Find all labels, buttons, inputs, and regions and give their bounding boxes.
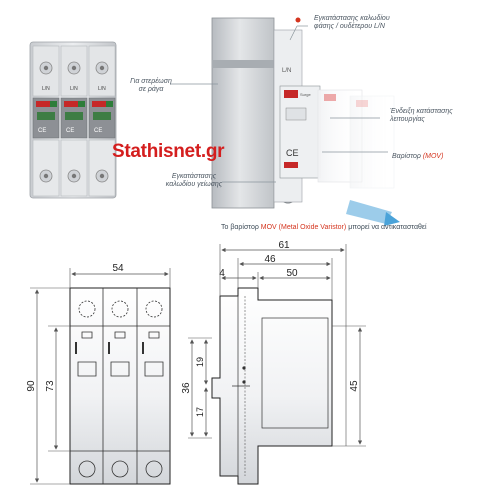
callout-line: Εγκατάστασης [171, 173, 217, 180]
callout-leader-lines [170, 25, 400, 226]
callout-varistor-highlight: (MOV) [422, 153, 444, 160]
callout-status-indicator: Ένδειξη κατάστασης λειτουργίας [390, 108, 453, 124]
replace-note: Το βαρίστορ MOV (Metal Oxide Varistor) μ… [221, 224, 427, 231]
callout-rail-mount: Για στερέωση σε ράγα [130, 78, 172, 94]
callout-line: σε ράγα [138, 86, 164, 93]
svg-text:L/N: L/N [70, 86, 78, 92]
svg-text:CE: CE [94, 128, 102, 134]
dim-side-height: 45 [349, 380, 360, 392]
dim-side-depth-total: 61 [278, 240, 290, 251]
dim-side-upper: 19 [195, 357, 205, 367]
callout-line: καλωδίου γείωσης [165, 181, 223, 188]
dim-front-width: 54 [112, 263, 124, 274]
svg-text:CE: CE [286, 148, 299, 158]
replace-note-highlight: MOV (Metal Oxide Varistor) [260, 224, 347, 231]
svg-text:L/N: L/N [42, 86, 50, 92]
svg-text:CE: CE [66, 128, 74, 134]
svg-text:Surge: Surge [300, 92, 311, 97]
front-view: 54 90 73 [26, 263, 171, 485]
dim-side-rail-height: 36 [181, 382, 192, 394]
single-pole-exploded-photo: L/N Surge CE [211, 17, 395, 209]
dim-front-height-inner: 73 [45, 380, 56, 392]
replace-note-suffix: μπορεί να αντικατασταθεί [348, 224, 427, 231]
callout-line: λειτουργίας [390, 116, 425, 123]
dimension-drawing: 54 90 73 61 46 4 50 [26, 240, 366, 485]
svg-text:L/N: L/N [98, 86, 106, 92]
side-view: 61 46 4 50 36 19 17 45 [181, 240, 366, 485]
callout-varistor-label: Βαρίστορ [392, 153, 421, 160]
callout-varistor: Βαρίστορ (MOV) [392, 153, 443, 161]
dim-front-height-total: 90 [26, 380, 37, 392]
site-watermark: Stathisnet.gr [112, 141, 225, 162]
callout-ground-terminal: Εγκατάστασης καλωδίου γείωσης [165, 173, 223, 189]
callout-line: Εγκατάστασης καλωδίου [314, 15, 390, 22]
three-pole-module-photo: L/N CE L/N CE L/ [29, 41, 117, 199]
svg-text:CE: CE [38, 128, 46, 134]
dim-side-depth-inner: 50 [286, 268, 298, 279]
callout-phase-terminal: Εγκατάστασης καλωδίου φάσης / ουδέτερου … [314, 15, 390, 31]
svg-text:L/N: L/N [282, 68, 291, 74]
callout-line: Για στερέωση [130, 78, 172, 85]
callout-line: Ένδειξη κατάστασης [390, 108, 453, 115]
dim-side-lower: 17 [195, 407, 205, 417]
callout-line: φάσης / ουδέτερου L/N [314, 23, 385, 30]
dim-side-offset: 4 [219, 268, 225, 279]
replace-note-prefix: Το βαρίστορ [221, 224, 259, 231]
dim-side-depth-mid: 46 [264, 254, 276, 265]
